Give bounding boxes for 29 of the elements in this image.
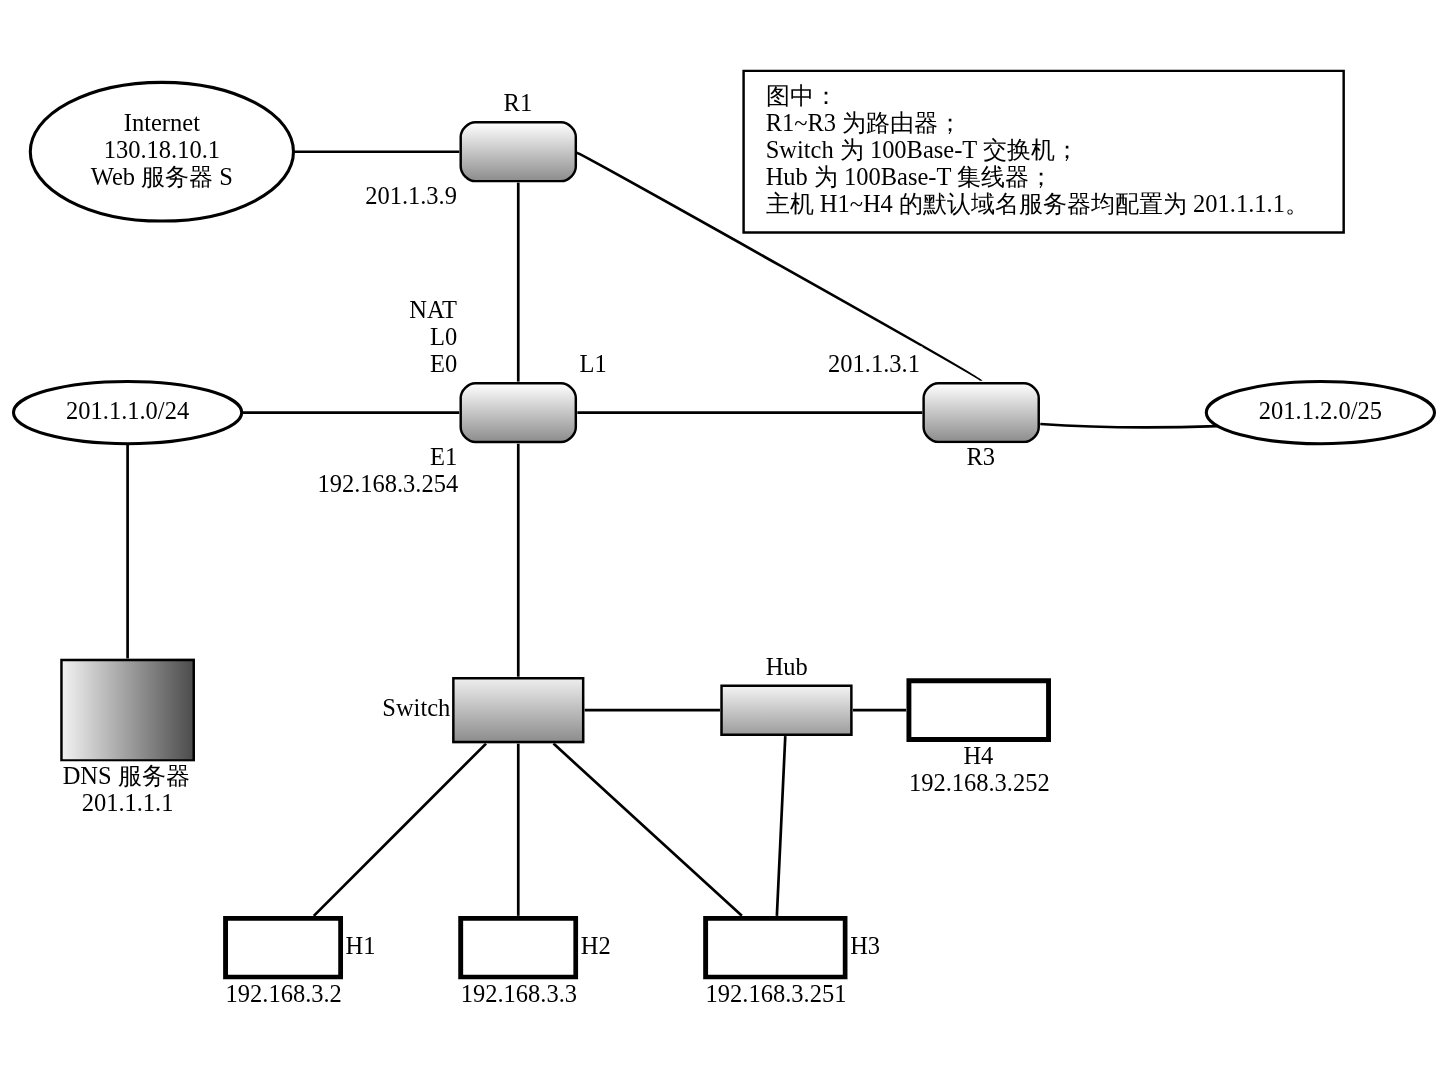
connector [516, 182, 520, 382]
connector [126, 444, 129, 659]
connector [577, 411, 923, 414]
connector [576, 151, 982, 382]
connector [312, 742, 487, 917]
connector [853, 708, 907, 712]
node-label: E1 [430, 443, 458, 471]
node-label: R1 [503, 89, 533, 117]
node-label: 192.168.3.252 [908, 768, 1050, 796]
node-label: Hub [765, 652, 808, 680]
node-label: 201.1.3.9 [365, 182, 458, 210]
node-ellipse: 201.1.2.0/25 [1204, 379, 1437, 446]
node-ellipse: Internet 130.18.10.1 Web 服务器 S [28, 80, 295, 223]
connector [552, 742, 743, 917]
connector [1040, 422, 1218, 429]
node-label: NAT [409, 296, 457, 324]
node-label: E0 [430, 350, 458, 378]
node-label: 192.168.3.254 [317, 470, 459, 498]
node-ellipse: 201.1.1.0/24 [11, 379, 244, 446]
node-label: L1 [579, 350, 607, 378]
node-label: Switch [382, 694, 451, 722]
connector [775, 736, 787, 916]
connector [516, 443, 520, 677]
node-label: H4 [963, 742, 994, 770]
connector [242, 411, 460, 414]
node-label: L0 [430, 323, 458, 351]
connector [516, 743, 520, 916]
connector [584, 708, 720, 712]
node-box: 图中： R1~R3 为路由器； Switch 为 100Base-T 交换机； Hub 为 100Base-T 集线器； 主机 H1~H4 的默认域名服务器均配置为 201.1.1.1。 [742, 69, 1345, 234]
